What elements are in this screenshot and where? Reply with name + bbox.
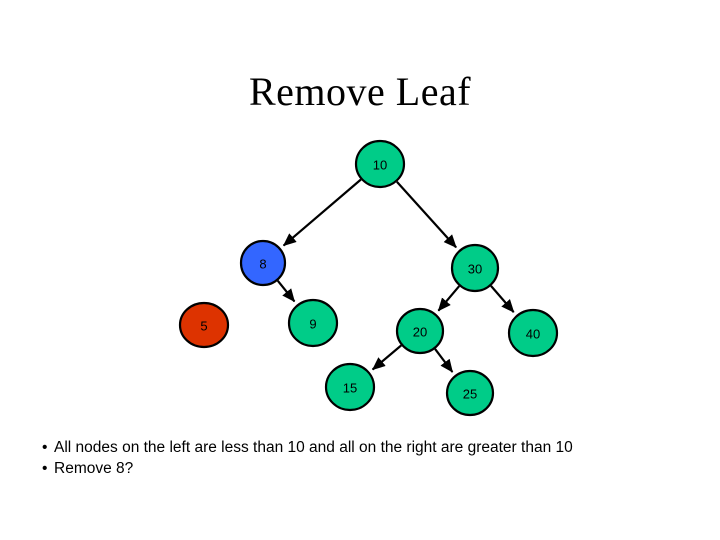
- tree-edge-8-to-9: [276, 279, 296, 303]
- tree-node-20[interactable]: 20: [395, 307, 445, 355]
- tree-node-30[interactable]: 30: [450, 243, 500, 293]
- tree-node-10[interactable]: 10: [354, 139, 406, 189]
- bullet-marker-icon: •: [42, 439, 48, 456]
- node-label-20: 20: [413, 325, 427, 340]
- tree-edge-10-to-30: [396, 180, 457, 249]
- tree-edge-30-to-40: [490, 285, 515, 313]
- node-circle-10[interactable]: [354, 139, 406, 189]
- tree-edge-20-to-15: [371, 344, 402, 371]
- node-label-15: 15: [343, 381, 357, 396]
- node-circle-15[interactable]: [324, 362, 376, 412]
- node-circle-8[interactable]: [239, 239, 287, 287]
- node-label-40: 40: [526, 327, 540, 342]
- tree-node-25[interactable]: 25: [445, 369, 495, 417]
- node-circle-30[interactable]: [450, 243, 500, 293]
- node-circle-20[interactable]: [395, 307, 445, 355]
- tree-edge-10-to-8: [282, 178, 362, 247]
- node-circle-9[interactable]: [287, 298, 339, 348]
- node-label-25: 25: [463, 387, 477, 402]
- node-circle-5[interactable]: [178, 301, 230, 349]
- tree-edge-30-to-20: [437, 285, 461, 312]
- node-label-5: 5: [200, 319, 207, 334]
- bullet-item: • All nodes on the left are less than 10 …: [42, 437, 702, 458]
- bullet-text: All nodes on the left are less than 10 a…: [54, 439, 573, 456]
- tree-node-15[interactable]: 15: [324, 362, 376, 412]
- node-label-30: 30: [468, 262, 482, 277]
- tree-node-5[interactable]: 5: [178, 301, 230, 349]
- node-label-8: 8: [259, 257, 266, 272]
- node-layer: 10 8 30 5 9 20 40 15 25: [178, 139, 559, 417]
- node-circle-40[interactable]: [507, 308, 559, 358]
- tree-node-40[interactable]: 40: [507, 308, 559, 358]
- tree-node-8[interactable]: 8: [239, 239, 287, 287]
- node-label-10: 10: [373, 158, 387, 173]
- tree-edge-20-to-25: [434, 348, 454, 373]
- bullet-marker-icon: •: [42, 460, 48, 477]
- tree-node-9[interactable]: 9: [287, 298, 339, 348]
- bullet-item: • Remove 8?: [42, 458, 702, 479]
- edge-layer: [276, 178, 515, 373]
- node-circle-25[interactable]: [445, 369, 495, 417]
- bullet-list: • All nodes on the left are less than 10 …: [42, 437, 702, 479]
- page-title: Remove Leaf: [248, 69, 472, 114]
- bullet-text: Remove 8?: [54, 460, 134, 477]
- node-label-9: 9: [309, 317, 316, 332]
